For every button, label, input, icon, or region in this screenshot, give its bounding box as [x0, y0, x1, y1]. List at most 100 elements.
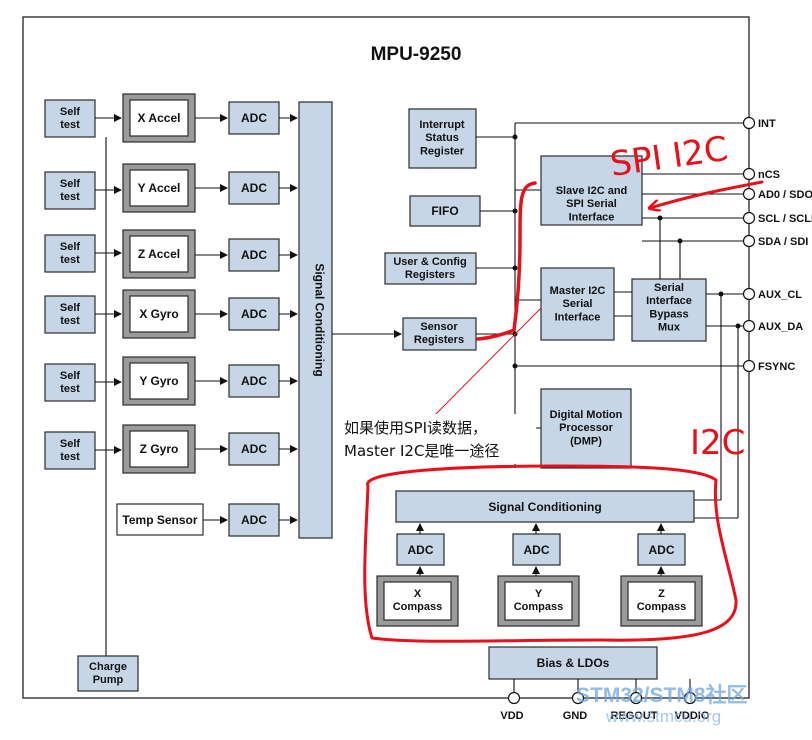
pin-fsync: FSYNC	[742, 359, 795, 373]
svg-text:ADC: ADC	[241, 307, 267, 321]
svg-text:Bias & LDOs: Bias & LDOs	[537, 656, 610, 670]
adc-x-accel: ADC	[228, 101, 280, 135]
annotation-note-line1: 如果使用SPI读数据，	[344, 419, 487, 437]
svg-text:SCL / SCLK: SCL / SCLK	[758, 213, 812, 225]
fifo: FIFO	[409, 195, 481, 227]
svg-text:ADC: ADC	[241, 513, 267, 527]
svg-text:ADC: ADC	[241, 374, 267, 388]
annotation-note-line2: Master I2C是唯一途径	[344, 442, 499, 460]
svg-text:INT: INT	[758, 118, 776, 130]
svg-text:Y Gyro: Y Gyro	[139, 374, 178, 388]
svg-text:REGOUT: REGOUT	[610, 710, 657, 722]
signal-conditioning-horizontal: Signal Conditioning	[395, 490, 695, 523]
adc-compass-y: ADC	[512, 533, 561, 566]
svg-text:X Accel: X Accel	[138, 111, 181, 125]
chip-outline	[22, 16, 750, 699]
bias-ldos: Bias & LDOs	[488, 646, 658, 680]
red-arrow-to-sensor-registers	[476, 181, 537, 341]
adc-z-gyro: ADC	[228, 432, 280, 466]
svg-text:ADC: ADC	[408, 543, 434, 557]
pin-int: INT	[742, 116, 776, 130]
red-i2c-region-outline	[363, 464, 738, 643]
svg-text:VDD: VDD	[500, 710, 523, 722]
svg-text:GND: GND	[563, 710, 588, 722]
svg-text:Z Accel: Z Accel	[138, 247, 180, 261]
svg-text:FSYNC: FSYNC	[758, 361, 795, 373]
adc-x-gyro: ADC	[228, 297, 280, 331]
pin-gnd: GND	[563, 691, 588, 722]
pin-ncs: nCS	[742, 167, 780, 181]
pin-scl-sclk: SCL / SCLK	[742, 211, 812, 225]
pin-regout: REGOUT	[610, 691, 658, 722]
svg-text:Signal Conditioning: Signal Conditioning	[488, 500, 601, 514]
z-accel-sensor: Z Accel	[122, 229, 196, 279]
z-gyro-sensor: Z Gyro	[122, 424, 196, 474]
svg-text:nCS: nCS	[758, 169, 780, 181]
svg-text:X Gyro: X Gyro	[139, 307, 178, 321]
adc-compass-x: ADC	[396, 533, 445, 566]
watermark-title: STM32/STM8社区	[576, 683, 748, 707]
adc-y-accel: ADC	[228, 171, 280, 205]
svg-text:ADC: ADC	[241, 248, 267, 262]
annotation-spi-i2c: SPI I2C	[608, 129, 731, 185]
pin-aux-da: AUX_DA	[742, 319, 803, 333]
red-arrow-to-slave	[650, 180, 764, 208]
svg-text:AD0 / SDO: AD0 / SDO	[758, 189, 812, 201]
adc-z-accel: ADC	[228, 238, 280, 272]
y-accel-sensor: Y Accel	[122, 163, 196, 213]
pin-aux-cl: AUX_CL	[742, 287, 802, 301]
svg-text:AUX_CL: AUX_CL	[758, 289, 802, 301]
x-accel-sensor: X Accel	[122, 93, 196, 143]
adc-temp: ADC	[228, 503, 280, 537]
svg-text:ADC: ADC	[241, 111, 267, 125]
signal-conditioning-vertical: Signal Conditioning	[298, 101, 333, 539]
adc-compass-z: ADC	[637, 533, 686, 566]
svg-text:ADC: ADC	[649, 543, 675, 557]
y-gyro-sensor: Y Gyro	[122, 356, 196, 406]
svg-text:ADC: ADC	[241, 442, 267, 456]
svg-text:SDA / SDI: SDA / SDI	[758, 236, 808, 248]
pin-vdd: VDD	[500, 691, 524, 722]
annotation-i2c: I2C	[690, 423, 745, 463]
svg-text:VDDIO: VDDIO	[675, 710, 710, 722]
x-gyro-sensor: X Gyro	[122, 289, 196, 339]
pin-ad0-sdo: AD0 / SDO	[742, 187, 812, 201]
svg-text:ADC: ADC	[241, 181, 267, 195]
svg-text:AUX_DA: AUX_DA	[758, 321, 803, 333]
svg-text:Z Gyro: Z Gyro	[140, 442, 179, 456]
svg-text:FIFO: FIFO	[431, 204, 458, 218]
svg-text:Temp Sensor: Temp Sensor	[122, 513, 197, 527]
red-note-pointer	[431, 307, 542, 419]
